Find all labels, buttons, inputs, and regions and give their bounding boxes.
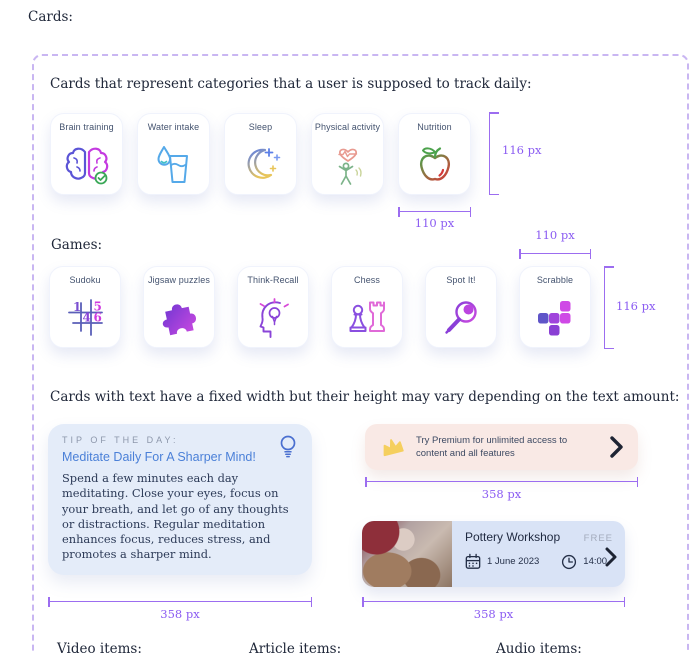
spec-dashed-frame <box>32 54 689 654</box>
magnifier-icon <box>440 288 482 347</box>
card-scrabble[interactable]: Scrabble <box>519 266 591 348</box>
tip-body: Spend a few minutes each day meditating.… <box>62 471 289 562</box>
daily-height-label: 116 px <box>502 143 542 157</box>
premium-width-label: 358 px <box>481 487 522 501</box>
card-spot-it[interactable]: Spot It! <box>425 266 497 348</box>
games-height-label: 116 px <box>616 299 656 313</box>
heart-person-icon <box>328 135 368 194</box>
chess-pieces-icon <box>346 288 388 347</box>
free-badge: FREE <box>583 533 613 544</box>
card-label: Nutrition <box>417 122 452 132</box>
card-label: Sudoku <box>69 275 101 285</box>
card-physical-activity[interactable]: Physical activity <box>311 113 384 195</box>
chevron-right-icon[interactable] <box>605 547 617 572</box>
event-title: Pottery Workshop <box>465 530 561 544</box>
width-measure-tip <box>48 597 312 607</box>
text-section-heading: Cards with text have a fixed width but t… <box>50 389 680 405</box>
games-width-label: 110 px <box>535 228 575 242</box>
card-brain-training[interactable]: Brain training <box>50 113 123 195</box>
card-label: Physical activity <box>314 122 381 132</box>
svg-text:6: 6 <box>94 310 102 324</box>
card-label: Water intake <box>147 122 200 132</box>
card-nutrition[interactable]: Nutrition <box>398 113 471 195</box>
apple-icon <box>414 135 456 194</box>
moon-stars-icon <box>240 135 282 194</box>
card-label: Chess <box>353 275 380 285</box>
card-jigsaw-puzzles[interactable]: Jigsaw puzzles <box>143 266 215 348</box>
video-items-heading: Video items: <box>57 641 142 654</box>
lightbulb-icon <box>277 434 299 465</box>
tip-eyebrow: TIP OF THE DAY: <box>62 435 179 445</box>
card-label: Brain training <box>59 122 114 132</box>
svg-text:5: 5 <box>94 299 102 313</box>
games-section-heading: Games: <box>51 237 103 253</box>
width-measure-games <box>519 249 591 259</box>
chevron-right-icon[interactable] <box>610 435 624 459</box>
event-card-pottery-workshop[interactable]: Pottery Workshop FREE 1 June 2023 <box>362 521 625 587</box>
daily-section-heading: Cards that represent categories that a u… <box>50 76 532 92</box>
games-card-row: Sudoku 1 5 4 6 Jigsaw puzzles <box>49 266 591 348</box>
premium-text: Try Premium for unlimited access to cont… <box>416 434 568 459</box>
width-measure-event <box>362 597 625 607</box>
height-bracket-daily <box>489 112 499 195</box>
height-bracket-games <box>604 266 614 349</box>
tip-of-the-day-card[interactable]: TIP OF THE DAY: Meditate Daily For A Sha… <box>48 424 312 575</box>
premium-banner-card[interactable]: Try Premium for unlimited access to cont… <box>365 424 638 470</box>
sudoku-grid-icon: 1 5 4 6 <box>64 288 106 347</box>
card-chess[interactable]: Chess <box>331 266 403 348</box>
clock-icon <box>561 554 577 570</box>
event-width-label: 358 px <box>473 607 514 621</box>
card-sudoku[interactable]: Sudoku 1 5 4 6 <box>49 266 121 348</box>
card-label: Scrabble <box>536 275 574 285</box>
card-label: Think-Recall <box>247 275 299 285</box>
head-bulb-icon <box>253 288 293 347</box>
event-date: 1 June 2023 <box>487 556 540 567</box>
svg-text:4: 4 <box>83 310 91 324</box>
tip-title: Meditate Daily For A Sharper Mind! <box>62 450 256 464</box>
card-label: Spot It! <box>446 275 476 285</box>
daily-card-row: Brain training Water intake <box>50 113 471 195</box>
calendar-icon <box>465 553 481 570</box>
daily-width-label: 110 px <box>414 216 455 230</box>
tip-width-label: 358 px <box>160 607 200 621</box>
card-think-recall[interactable]: Think-Recall <box>237 266 309 348</box>
crown-icon <box>379 436 405 458</box>
pottery-photo <box>362 521 452 587</box>
water-glass-icon <box>154 135 194 194</box>
width-measure-premium <box>365 477 638 487</box>
audio-items-heading: Audio items: <box>496 641 582 654</box>
brain-icon <box>64 135 110 194</box>
event-time: 14:00 <box>583 556 608 567</box>
svg-text:1: 1 <box>73 300 81 314</box>
card-label: Jigsaw puzzles <box>148 275 210 285</box>
card-label: Sleep <box>248 122 273 132</box>
puzzle-piece-icon <box>157 288 201 347</box>
width-measure-daily <box>398 207 471 217</box>
page-title: Cards: <box>28 9 73 25</box>
card-water-intake[interactable]: Water intake <box>137 113 210 195</box>
card-sleep[interactable]: Sleep <box>224 113 297 195</box>
scrabble-tiles-icon <box>536 288 574 347</box>
article-items-heading: Article items: <box>249 641 342 654</box>
event-card-content: Pottery Workshop FREE 1 June 2023 <box>452 521 625 587</box>
